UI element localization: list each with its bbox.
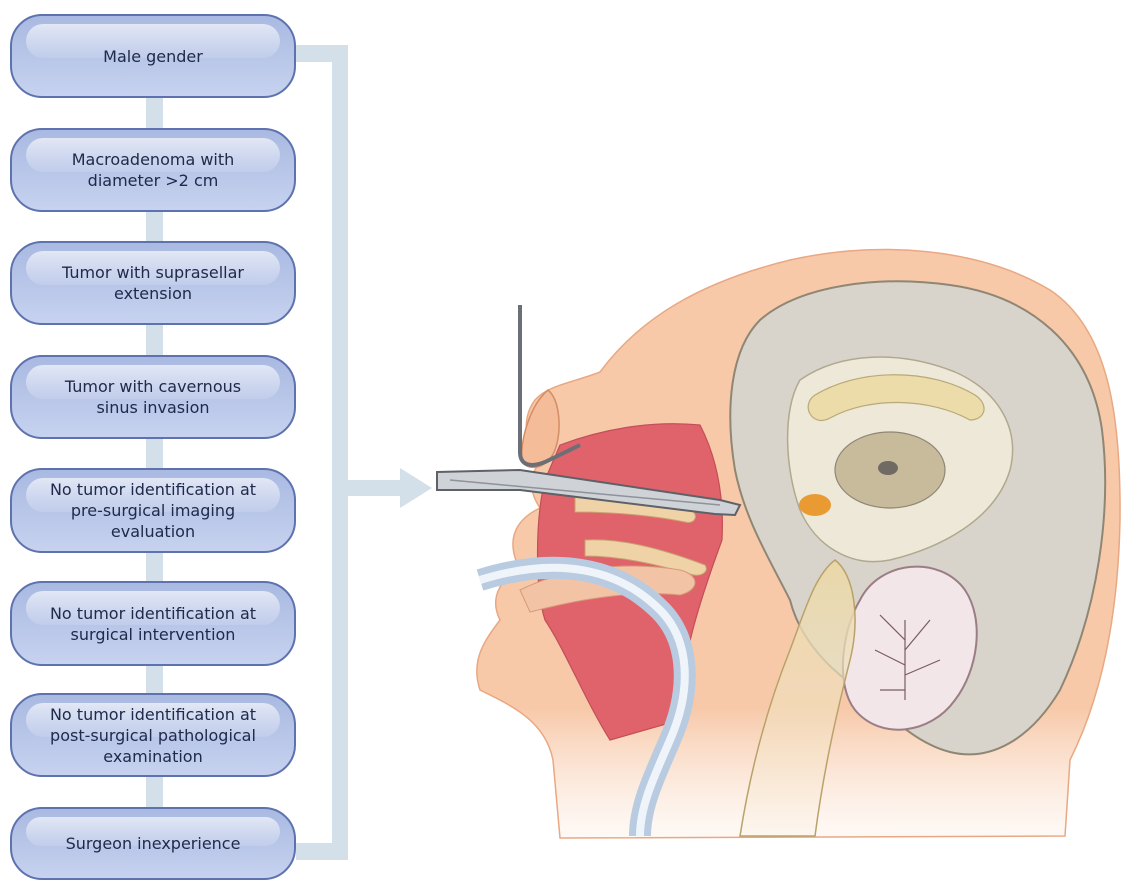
- pituitary-tumor: [799, 494, 831, 516]
- third-ventricle-dot: [878, 461, 898, 475]
